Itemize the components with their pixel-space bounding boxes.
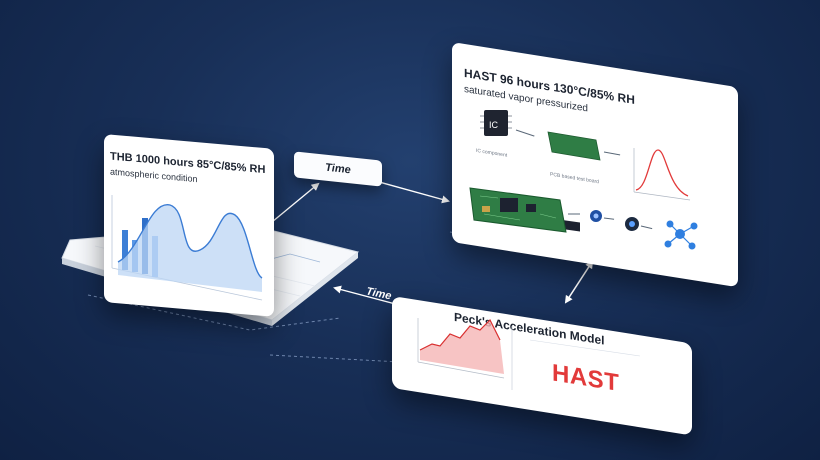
ic-label: IC [489,120,499,130]
arrow-time-to-hast [371,179,450,204]
small-pcb-icon [547,131,601,232]
arrow-hast-to-peck [564,260,594,304]
pcb-board-icon [469,187,567,233]
thb-curve [118,204,262,292]
peck-curve [420,320,504,374]
hast-mini-chart [633,148,691,201]
thb-bar-1 [122,230,128,270]
dashed-guide-left [87,294,341,331]
network-icon [664,220,698,250]
arrow-thb-to-time [271,182,320,223]
ic-chip-icon [480,110,512,136]
dashed-guide-bottom [269,354,401,363]
